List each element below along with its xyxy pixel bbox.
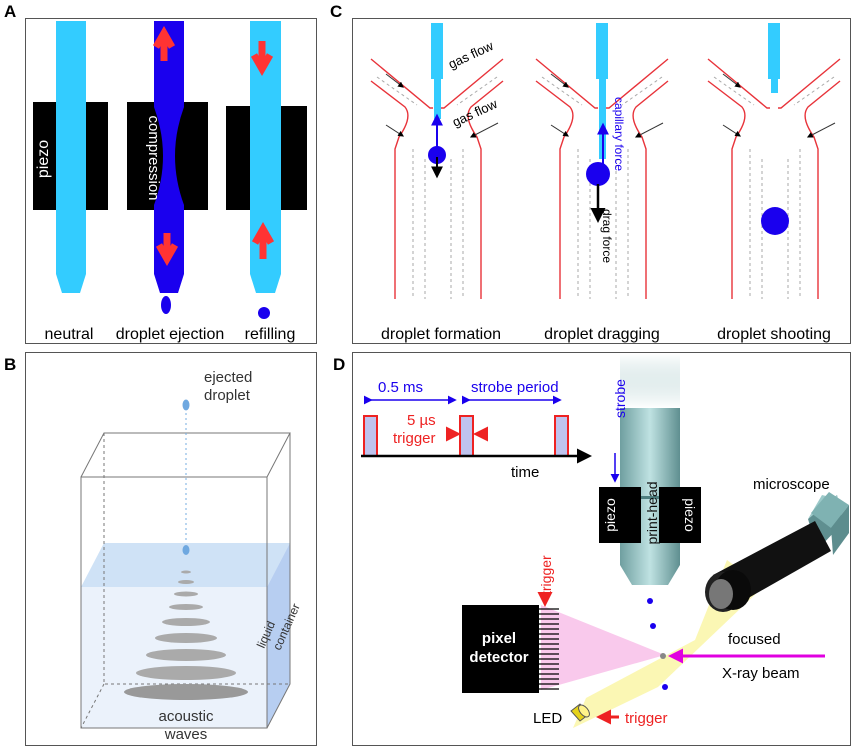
gas-flow-label: gas flow xyxy=(450,96,500,130)
ejected-droplet-icon xyxy=(182,399,190,411)
acoustic-label: acoustic xyxy=(158,708,214,725)
caption-droplet-shooting: droplet shooting xyxy=(717,326,831,343)
panel-label-a: A xyxy=(4,2,17,21)
chamber-shooting xyxy=(707,23,841,299)
down-arrow-icon xyxy=(155,233,179,267)
panel-b-figure: ejected droplet liquid container acousti… xyxy=(80,369,303,743)
piezo-label: piezo xyxy=(682,498,698,532)
neutral-nozzle: piezo xyxy=(33,21,108,293)
up-arrow-icon xyxy=(152,25,176,61)
pink-cone xyxy=(541,605,665,690)
caption-droplet-ejection: droplet ejection xyxy=(116,326,225,343)
chamber-dragging xyxy=(535,23,669,299)
panel-d: 0.5 ms strobe period 5 µs trigger time p… xyxy=(352,352,851,746)
ejected-label: ejected xyxy=(204,369,252,386)
strobe-label: strobe xyxy=(612,379,628,418)
down-arrow-icon xyxy=(250,41,274,77)
up-arrow-icon xyxy=(251,221,275,259)
panel-label-b: B xyxy=(4,355,17,374)
caption-droplet-dragging: droplet dragging xyxy=(544,326,660,343)
timing-diagram xyxy=(361,395,592,464)
gas-flow-label: gas flow xyxy=(446,38,496,72)
piezo-label: piezo xyxy=(602,498,618,532)
focused-label: focused xyxy=(728,631,781,648)
microscope-label: microscope xyxy=(753,476,830,493)
panel-b: ejected droplet liquid container acousti… xyxy=(25,352,317,746)
panel-c: gas flow gas flow capillary force drag f… xyxy=(352,18,851,344)
ejection-nozzle: compression xyxy=(127,21,208,314)
trigger-led-label: trigger xyxy=(625,710,668,727)
panel-label-c: C xyxy=(330,2,343,21)
piezo-label: piezo xyxy=(35,140,52,178)
droplet-label: droplet xyxy=(204,387,251,404)
xray-beam-label: X-ray beam xyxy=(722,665,800,682)
drag-force-label: drag force xyxy=(600,209,614,263)
period-label: 0.5 ms xyxy=(378,379,423,396)
pixel-label: pixel xyxy=(482,630,516,647)
caption-neutral: neutral xyxy=(45,326,94,343)
droplet-icon xyxy=(258,307,270,319)
droplet-icon xyxy=(662,684,668,690)
pulse-width-label: 5 µs xyxy=(407,412,436,429)
trigger-detector-label: trigger xyxy=(538,555,554,595)
trigger-timing-label: trigger xyxy=(393,430,436,447)
panel-a: piezo compression neutral droplet ejecti… xyxy=(25,18,317,344)
caption-droplet-formation: droplet formation xyxy=(381,326,501,343)
led-label: LED xyxy=(533,710,562,727)
droplet-icon xyxy=(182,545,190,555)
chamber-formation xyxy=(370,23,504,299)
waves-label: waves xyxy=(164,726,208,743)
panel-a-figure: piezo compression neutral droplet ejecti… xyxy=(33,21,307,343)
compression-label: compression xyxy=(145,115,162,200)
pixel-detector xyxy=(462,605,539,693)
piezo-right-block xyxy=(675,487,701,543)
droplet-icon xyxy=(650,623,656,629)
detector-pixels xyxy=(539,608,559,690)
caption-refilling: refilling xyxy=(245,326,296,343)
panel-d-figure: 0.5 ms strobe period 5 µs trigger time p… xyxy=(361,353,849,728)
refilling-nozzle xyxy=(226,21,307,319)
strobe-period-label: strobe period xyxy=(471,379,559,396)
panel-c-figure: gas flow gas flow capillary force drag f… xyxy=(370,23,841,343)
microscope xyxy=(705,492,849,612)
acoustic-waves xyxy=(124,570,248,700)
droplet-icon xyxy=(161,296,171,314)
detector-label: detector xyxy=(469,649,528,666)
capillary-force-label: capillary force xyxy=(612,97,626,171)
led xyxy=(570,703,590,722)
piezo-left-block xyxy=(599,487,625,543)
time-label: time xyxy=(511,464,539,481)
container-box xyxy=(80,432,291,729)
print-head xyxy=(620,353,680,585)
droplet-icon xyxy=(660,653,666,659)
print-head-label: print-head xyxy=(644,481,660,544)
droplet-icon xyxy=(647,598,653,604)
panel-label-d: D xyxy=(333,355,346,374)
